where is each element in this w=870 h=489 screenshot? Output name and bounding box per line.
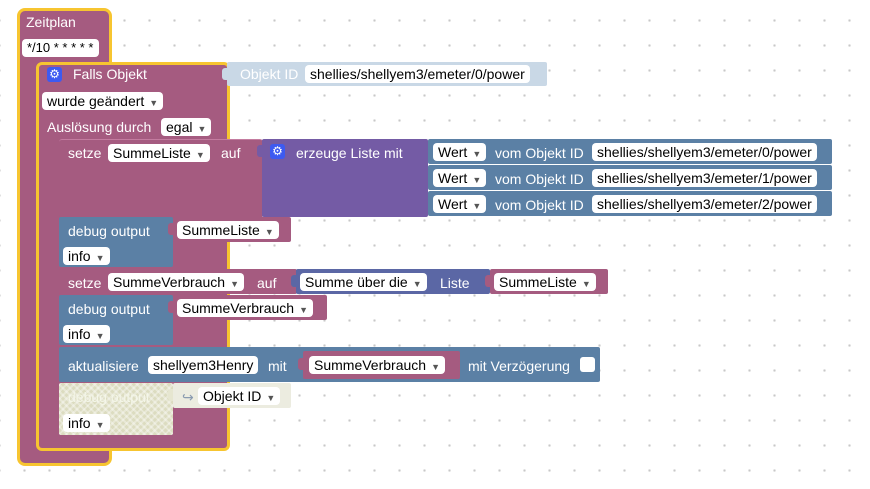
math-dropdown[interactable]: Summe über die ▼ bbox=[300, 273, 427, 291]
object-id-label: Objekt ID bbox=[240, 66, 299, 82]
set-label: setze bbox=[68, 145, 102, 161]
chevron-down-icon: ▼ bbox=[299, 305, 308, 315]
var-value: SummeListe bbox=[182, 222, 260, 238]
delay-label: mit Verzögerung bbox=[468, 358, 570, 374]
chevron-down-icon: ▼ bbox=[230, 279, 239, 289]
level-value: info bbox=[68, 248, 91, 264]
list-connector bbox=[257, 145, 262, 157]
vom-objekt-label: vom Objekt ID bbox=[495, 171, 584, 187]
list-var-connector bbox=[485, 275, 490, 287]
changed-dropdown[interactable]: wurde geändert ▼ bbox=[42, 92, 164, 110]
var-value: SummeVerbrauch bbox=[314, 357, 427, 373]
target-input[interactable]: shellyem3Henry bbox=[148, 356, 259, 374]
debug-connector bbox=[168, 223, 173, 235]
chevron-down-icon: ▼ bbox=[195, 150, 205, 160]
var-value: SummeListe bbox=[113, 145, 191, 161]
level-value: info bbox=[68, 415, 91, 431]
vom-objekt-label: vom Objekt ID bbox=[495, 197, 584, 213]
wert-dropdown[interactable]: Wert ▼ bbox=[433, 143, 487, 161]
wert-value: Wert bbox=[438, 196, 468, 212]
level-dropdown[interactable]: info ▼ bbox=[63, 414, 110, 432]
object-id-connector bbox=[222, 68, 227, 80]
var-dropdown-summeverbrauch[interactable]: SummeVerbrauch ▼ bbox=[108, 273, 244, 291]
object-id-input[interactable]: shellies/shellyem3/emeter/0/power bbox=[305, 65, 530, 83]
chevron-down-icon: ▼ bbox=[472, 149, 482, 159]
schedule-title: Zeitplan bbox=[26, 14, 76, 30]
auf-label: auf bbox=[257, 275, 277, 291]
create-list-label: erzeuge Liste mit bbox=[296, 145, 403, 161]
liste-label: Liste bbox=[440, 275, 470, 291]
debug-connector bbox=[168, 301, 173, 313]
wert-dropdown[interactable]: Wert ▼ bbox=[433, 169, 487, 187]
objekt-value: Objekt ID bbox=[203, 388, 262, 404]
mit-label: mit bbox=[268, 358, 287, 374]
chevron-down-icon: ▼ bbox=[266, 393, 276, 403]
chevron-down-icon: ▼ bbox=[472, 201, 482, 211]
object-id-input[interactable]: shellies/shellyem3/emeter/1/power bbox=[592, 169, 817, 187]
chevron-down-icon: ▼ bbox=[95, 253, 105, 263]
objekt-dropdown[interactable]: Objekt ID ▼ bbox=[198, 387, 281, 405]
update-label: aktualisiere bbox=[68, 358, 139, 374]
var-dropdown-summeliste[interactable]: SummeListe ▼ bbox=[494, 273, 596, 291]
chevron-down-icon: ▼ bbox=[95, 420, 105, 430]
chevron-down-icon: ▼ bbox=[412, 279, 422, 289]
level-dropdown[interactable]: info ▼ bbox=[63, 247, 110, 265]
ausloesung-value: egal bbox=[166, 119, 193, 135]
gear-icon[interactable]: ⚙ bbox=[270, 144, 285, 159]
wert-value: Wert bbox=[438, 144, 468, 160]
wert-dropdown[interactable]: Wert ▼ bbox=[433, 195, 487, 213]
var-value: SummeVerbrauch bbox=[182, 300, 295, 316]
chevron-down-icon: ▼ bbox=[197, 124, 207, 134]
create-list-block[interactable] bbox=[262, 139, 428, 217]
chevron-down-icon: ▼ bbox=[431, 362, 440, 372]
vom-objekt-label: vom Objekt ID bbox=[495, 145, 584, 161]
schedule-bottom-bar bbox=[17, 452, 112, 466]
gear-icon[interactable]: ⚙ bbox=[47, 67, 62, 82]
object-id-input[interactable]: shellies/shellyem3/emeter/0/power bbox=[592, 143, 817, 161]
chevron-down-icon: ▼ bbox=[264, 227, 274, 237]
math-value: Summe über die bbox=[305, 274, 408, 290]
debug-label: debug output bbox=[68, 223, 150, 239]
chevron-down-icon: ▼ bbox=[95, 331, 105, 341]
chevron-down-icon: ▼ bbox=[472, 175, 482, 185]
trigger-bottom-bar bbox=[36, 437, 230, 451]
changed-value: wurde geändert bbox=[47, 93, 145, 109]
value-connector bbox=[298, 358, 303, 370]
debug-label: debug output bbox=[68, 389, 150, 405]
chevron-down-icon: ▼ bbox=[149, 98, 159, 108]
wert-value: Wert bbox=[438, 170, 468, 186]
debug-label: debug output bbox=[68, 301, 150, 317]
delay-checkbox[interactable] bbox=[580, 357, 595, 372]
var-dropdown-summeverbrauch[interactable]: SummeVerbrauch ▼ bbox=[309, 356, 445, 374]
set-label: setze bbox=[68, 275, 102, 291]
auf-label: auf bbox=[221, 145, 241, 161]
var-dropdown-summeliste[interactable]: SummeListe ▼ bbox=[177, 221, 279, 239]
trigger-title: Falls Objekt bbox=[73, 66, 147, 82]
var-dropdown-summeverbrauch[interactable]: SummeVerbrauch ▼ bbox=[177, 299, 313, 317]
ausloesung-label: Auslösung durch bbox=[47, 119, 152, 135]
chevron-down-icon: ▼ bbox=[581, 279, 591, 289]
debug-connector bbox=[168, 389, 173, 401]
level-dropdown[interactable]: info ▼ bbox=[63, 325, 110, 343]
var-value: SummeVerbrauch bbox=[113, 274, 226, 290]
object-id-input[interactable]: shellies/shellyem3/emeter/2/power bbox=[592, 195, 817, 213]
var-dropdown-summeliste[interactable]: SummeListe ▼ bbox=[108, 144, 210, 162]
math-connector bbox=[291, 275, 296, 287]
arrow-icon: ↪ bbox=[182, 389, 194, 405]
var-value: SummeListe bbox=[499, 274, 577, 290]
ausloesung-dropdown[interactable]: egal ▼ bbox=[161, 118, 212, 136]
cron-input[interactable]: */10 * * * * * bbox=[22, 39, 99, 57]
level-value: info bbox=[68, 326, 91, 342]
